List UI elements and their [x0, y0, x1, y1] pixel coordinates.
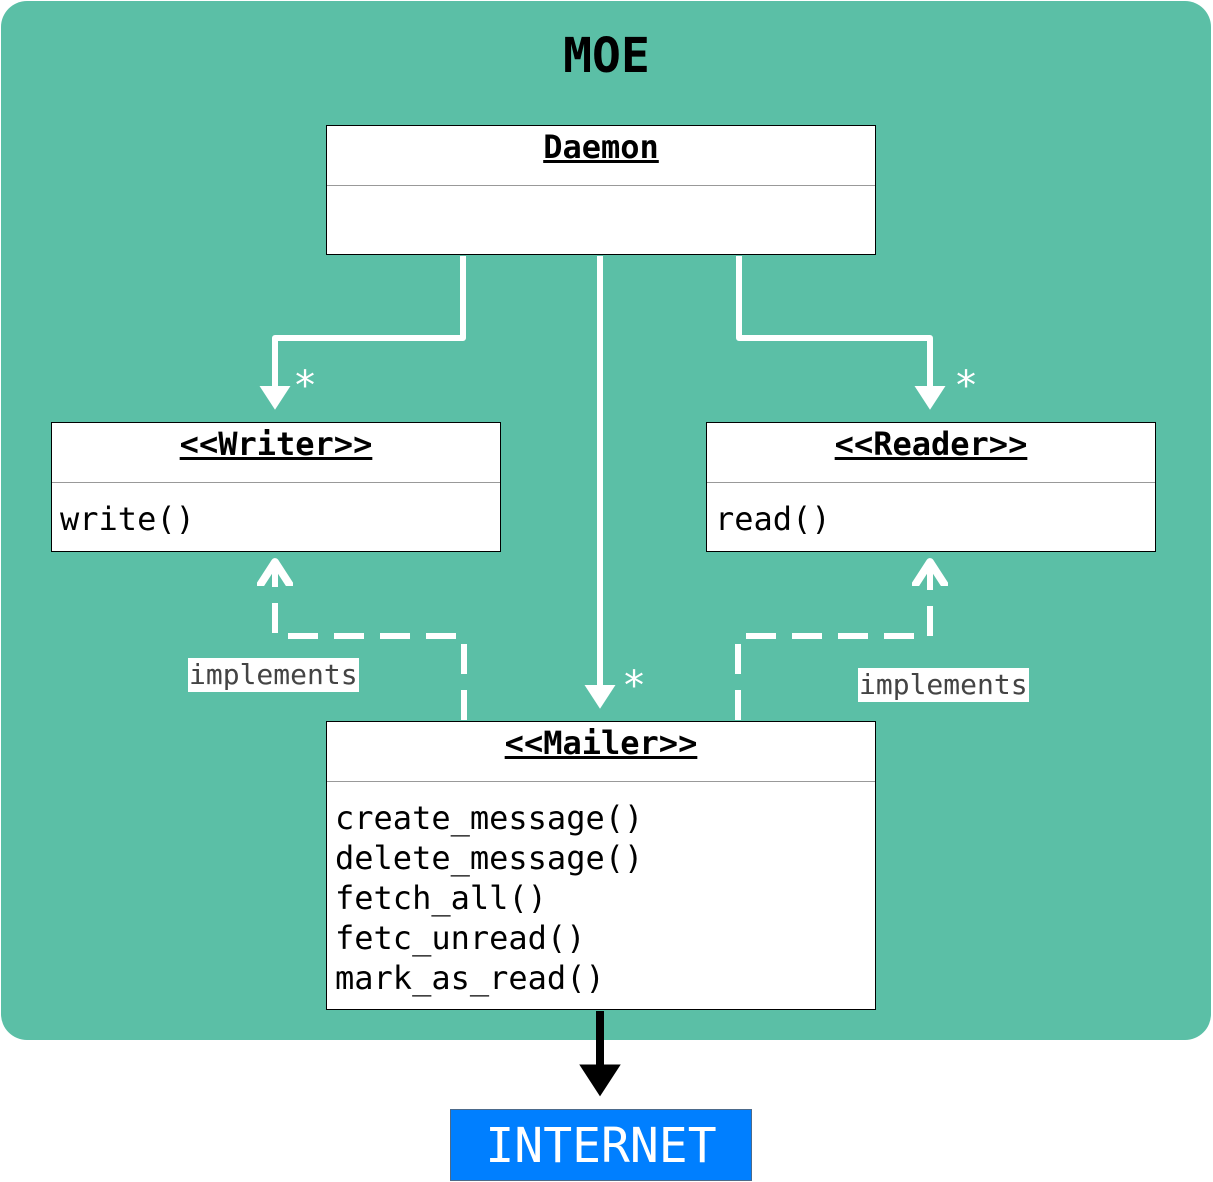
- operation-fetch-all: fetch_all(): [335, 879, 547, 917]
- implements-label-reader: implements: [858, 668, 1029, 702]
- edge-daemon-reader: [736, 256, 946, 410]
- class-mailer[interactable]: <<Mailer>> create_message() delete_messa…: [326, 721, 876, 1010]
- class-writer-name: <<Writer>>: [52, 423, 500, 483]
- class-mailer-operations: create_message() delete_message() fetch_…: [327, 782, 875, 998]
- class-writer-operations: write(): [52, 483, 500, 539]
- edge-mailer-implements-writer: [275, 565, 467, 720]
- implements-label-writer: implements: [188, 658, 359, 692]
- edge-daemon-writer: [259, 256, 466, 410]
- class-reader-operations: read(): [707, 483, 1155, 539]
- class-daemon[interactable]: Daemon: [326, 125, 876, 255]
- operation-create-message: create_message(): [335, 799, 644, 837]
- operation-write: write(): [60, 500, 195, 538]
- class-daemon-name: Daemon: [327, 126, 875, 186]
- operation-delete-message: delete_message(): [335, 839, 644, 877]
- class-writer[interactable]: <<Writer>> write(): [51, 422, 501, 552]
- moe-title: MOE: [563, 28, 650, 84]
- class-mailer-name: <<Mailer>>: [327, 722, 875, 782]
- multiplicity-reader: *: [954, 363, 979, 409]
- operation-read: read(): [715, 500, 831, 538]
- internet-node[interactable]: INTERNET: [450, 1109, 752, 1181]
- class-daemon-operations: [327, 186, 875, 202]
- class-reader-name: <<Reader>>: [707, 423, 1155, 483]
- operation-mark-as-read: mark_as_read(): [335, 959, 605, 997]
- operation-fetc-unread: fetc_unread(): [335, 919, 586, 957]
- class-reader[interactable]: <<Reader>> read(): [706, 422, 1156, 552]
- multiplicity-mailer: *: [622, 663, 647, 709]
- multiplicity-writer: *: [293, 363, 318, 409]
